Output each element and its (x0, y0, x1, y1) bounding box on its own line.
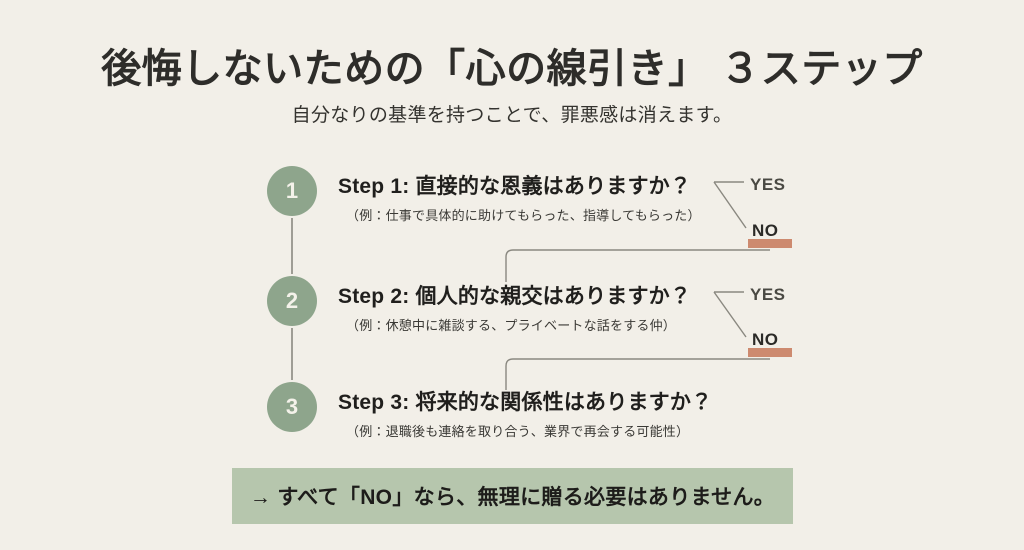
step-number-label-1: 1 (285, 178, 299, 203)
step-number-circle-3: 3 (267, 382, 317, 432)
step-heading-3: Step 3: 将来的な関係性はありますか？ (338, 391, 713, 414)
step-example-1: （例：仕事で具体的に助けてもらった、指導してもらった） (346, 208, 701, 223)
step-number-label-3: 3 (285, 394, 299, 419)
branch-label-yes-2: YES (750, 285, 786, 304)
no-highlight-bar-1 (748, 239, 792, 248)
step-number-circle-1: 1 (267, 166, 317, 216)
step-number-circle-2: 2 (267, 276, 317, 326)
step-example-2: （例：休憩中に雑談する、プライベートな話をする仲） (346, 318, 677, 333)
step-example-3: （例：退職後も連絡を取り合う、業界で再会する可能性） (346, 424, 690, 439)
branch-label-no-1: NO (752, 221, 779, 240)
branch-label-yes-1: YES (750, 175, 786, 194)
page-title: 後悔しないための「心の線引き」 ３ステップ (101, 47, 923, 91)
branch-no-line-2 (713, 291, 747, 338)
step-heading-2: Step 2: 個人的な親交はありますか？ (338, 285, 692, 308)
branch-label-no-2: NO (752, 330, 779, 349)
step-number-label-2: 2 (285, 288, 299, 313)
step-block-3: Step 3: 将来的な関係性はありますか？ （例：退職後も連絡を取り合う、業界… (338, 386, 712, 440)
conclusion-text: → すべて「NO」なら、無理に贈る必要はありません。 (249, 486, 776, 509)
step-block-2: Step 2: 個人的な親交はありますか？ （例：休憩中に雑談する、プライベート… (338, 280, 691, 334)
no-highlight-bar-2 (748, 348, 792, 357)
page-subtitle: 自分なりの基準を持つことで、罪悪感は消えます。 (291, 105, 733, 126)
branch-no-line-1 (713, 181, 747, 229)
step-block-1: Step 1: 直接的な恩義はありますか？ （例：仕事で具体的に助けてもらった、… (338, 170, 701, 224)
no-route-path-1 (505, 249, 770, 282)
step-heading-1: Step 1: 直接的な恩義はありますか？ (338, 175, 692, 198)
conclusion-banner: → すべて「NO」なら、無理に贈る必要はありません。 (232, 468, 793, 524)
